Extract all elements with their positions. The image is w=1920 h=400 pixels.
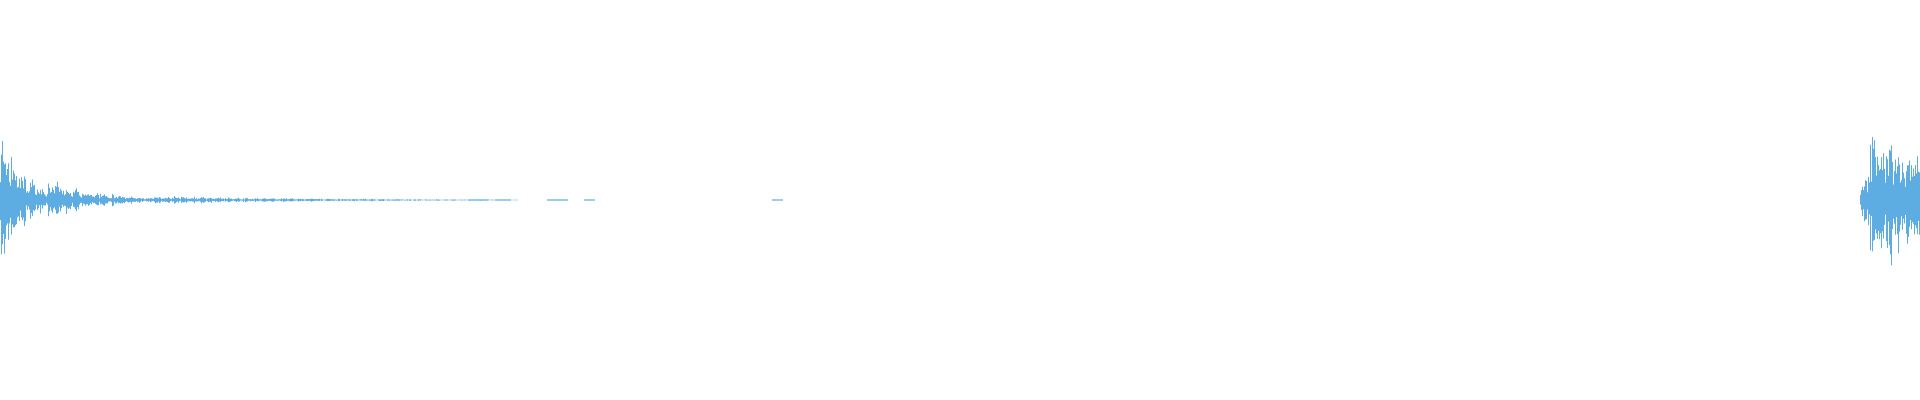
waveform-segment-second-hit <box>1860 137 1920 266</box>
waveform-path-decay <box>48 181 154 217</box>
waveform-path-tail <box>154 196 518 204</box>
waveform-path-second-hit <box>1860 137 1920 266</box>
waveform-segments <box>0 137 1920 266</box>
waveform-path-attack <box>0 141 48 255</box>
waveform-segment-decay <box>48 181 154 217</box>
waveform-segment-attack <box>0 141 48 255</box>
waveform-segment-tail <box>154 196 518 204</box>
